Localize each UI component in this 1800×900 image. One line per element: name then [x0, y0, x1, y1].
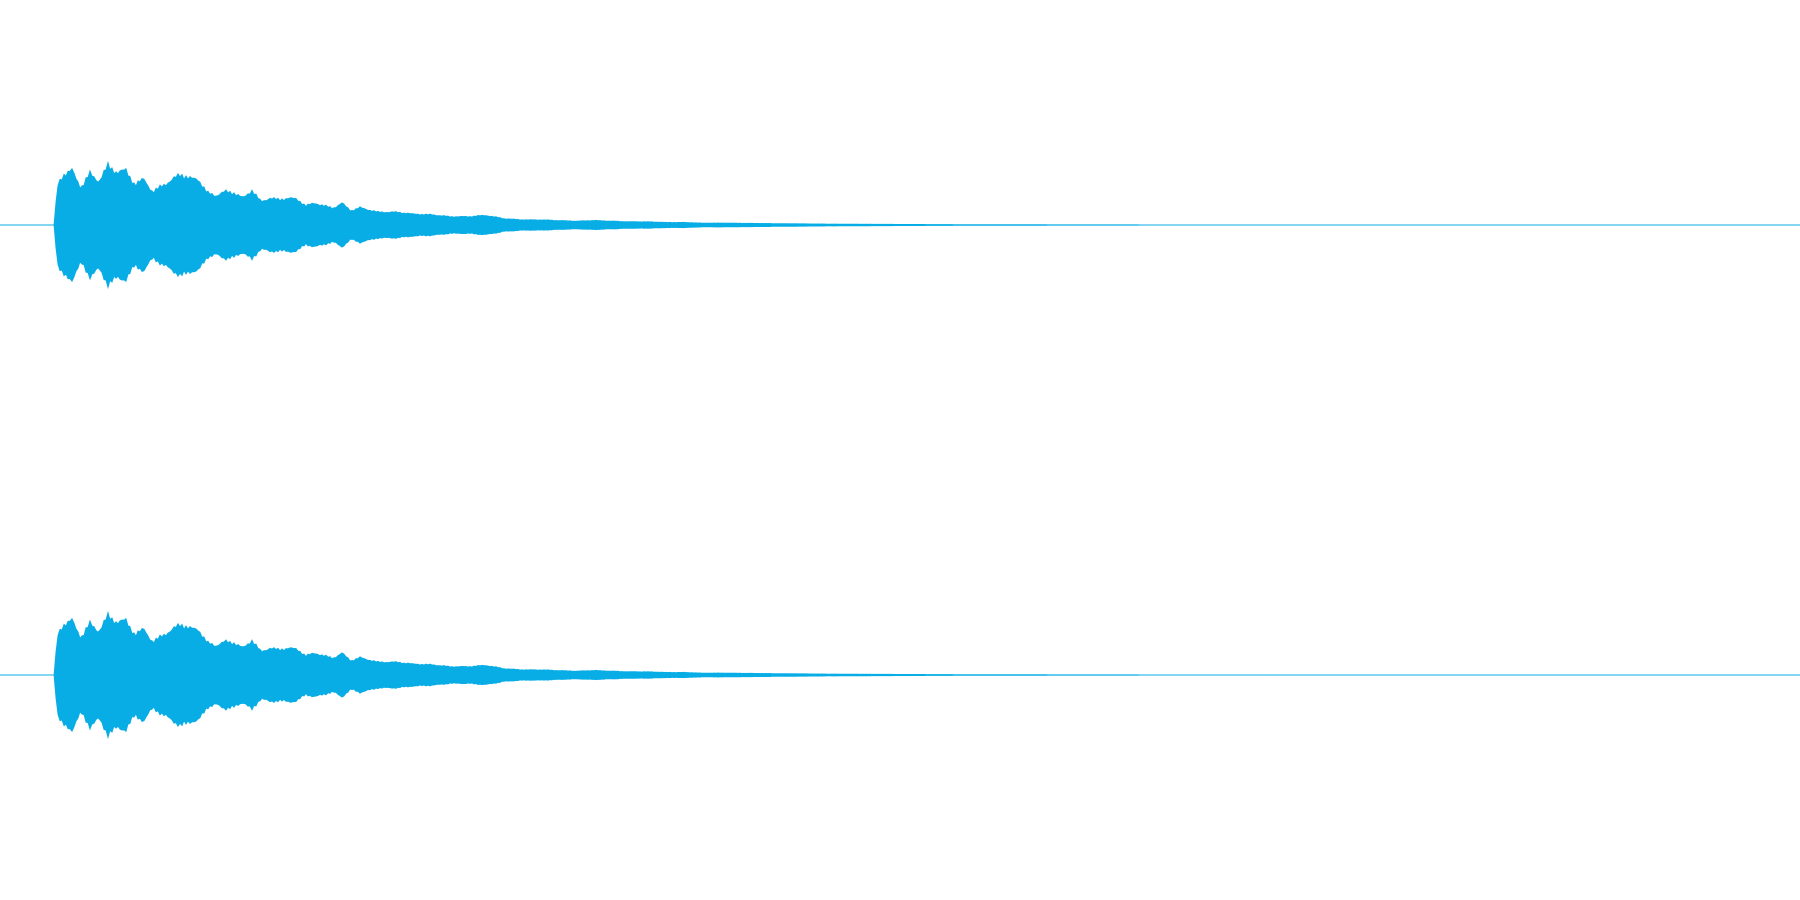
waveform-channel-1 [0, 160, 1800, 290]
waveform-envelope [0, 610, 1800, 740]
waveform-envelope [0, 160, 1800, 290]
waveform-channel-2 [0, 610, 1800, 740]
